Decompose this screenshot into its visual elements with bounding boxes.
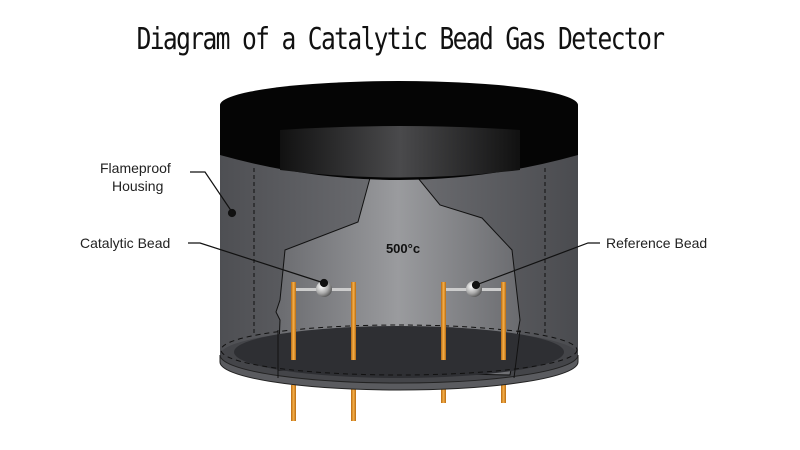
housing-label-line1: Flameproof	[100, 160, 171, 176]
diagram-title: Diagram of a Catalytic Bead Gas Detector	[136, 22, 665, 57]
leader-lines	[188, 171, 600, 290]
housing-label-line2: Housing	[112, 178, 164, 194]
housing-cap	[220, 81, 578, 180]
flameproof-housing	[219, 105, 579, 391]
temperature-label: 500°c	[386, 241, 420, 256]
catalytic-bead-assembly	[291, 281, 356, 360]
pins-below	[291, 385, 506, 421]
catalytic-bead	[316, 281, 332, 297]
reference-bead-label: Reference Bead	[606, 235, 708, 251]
catalytic-bead-label: Catalytic Bead	[80, 235, 171, 251]
